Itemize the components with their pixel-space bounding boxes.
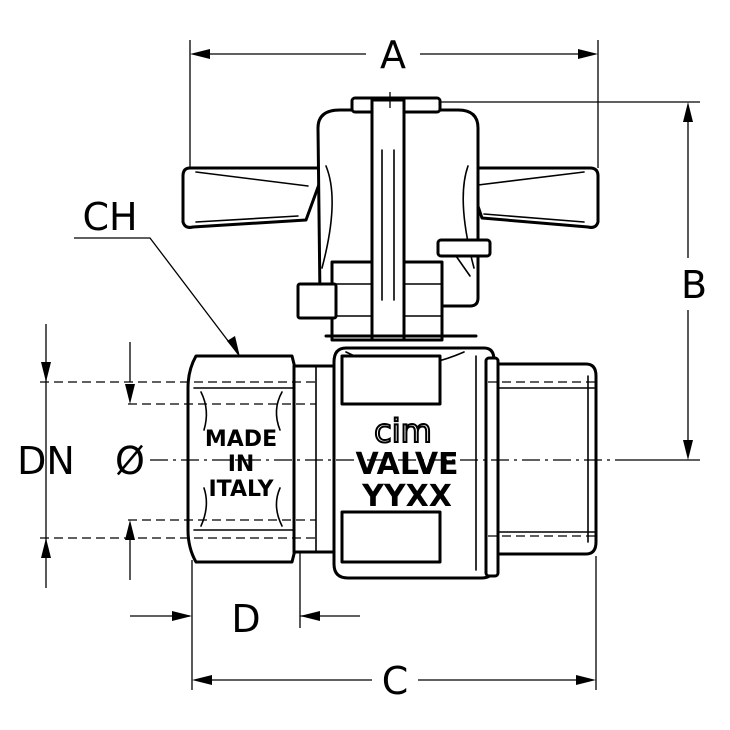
label-a: A (380, 33, 406, 77)
leader-ch (74, 237, 240, 357)
marking-brand: cim (374, 412, 432, 450)
stem-nut (296, 282, 338, 320)
dimension-d (130, 552, 360, 628)
left-hex-end (186, 354, 338, 564)
valve-stem (296, 98, 478, 342)
handle-left-wing (181, 166, 327, 229)
marking-valve: VALVE (355, 447, 458, 482)
valve-body (332, 346, 500, 580)
body-window-top (340, 354, 442, 406)
body-window-bottom (340, 510, 442, 564)
hex-nut-left (186, 354, 298, 564)
marking-in: IN (228, 452, 255, 477)
label-diameter: Ø (115, 439, 145, 483)
label-d: D (231, 597, 260, 641)
neck-left (292, 364, 338, 554)
dimension-diameter (125, 342, 135, 580)
right-pipe-end (496, 362, 598, 556)
dimension-dn (41, 324, 51, 588)
dimension-a (189, 40, 599, 168)
marking-code: YYXX (361, 479, 452, 514)
label-ch: CH (82, 195, 137, 239)
marking-italy: ITALY (208, 477, 274, 502)
label-c: C (382, 659, 409, 703)
label-b: B (681, 263, 707, 307)
handle-lock-tab (436, 238, 492, 258)
marking-made: MADE (205, 427, 277, 452)
hidden-lines (40, 92, 630, 539)
dimension-c (191, 556, 597, 690)
label-dn: DN (17, 439, 75, 483)
dimension-b (440, 101, 700, 461)
